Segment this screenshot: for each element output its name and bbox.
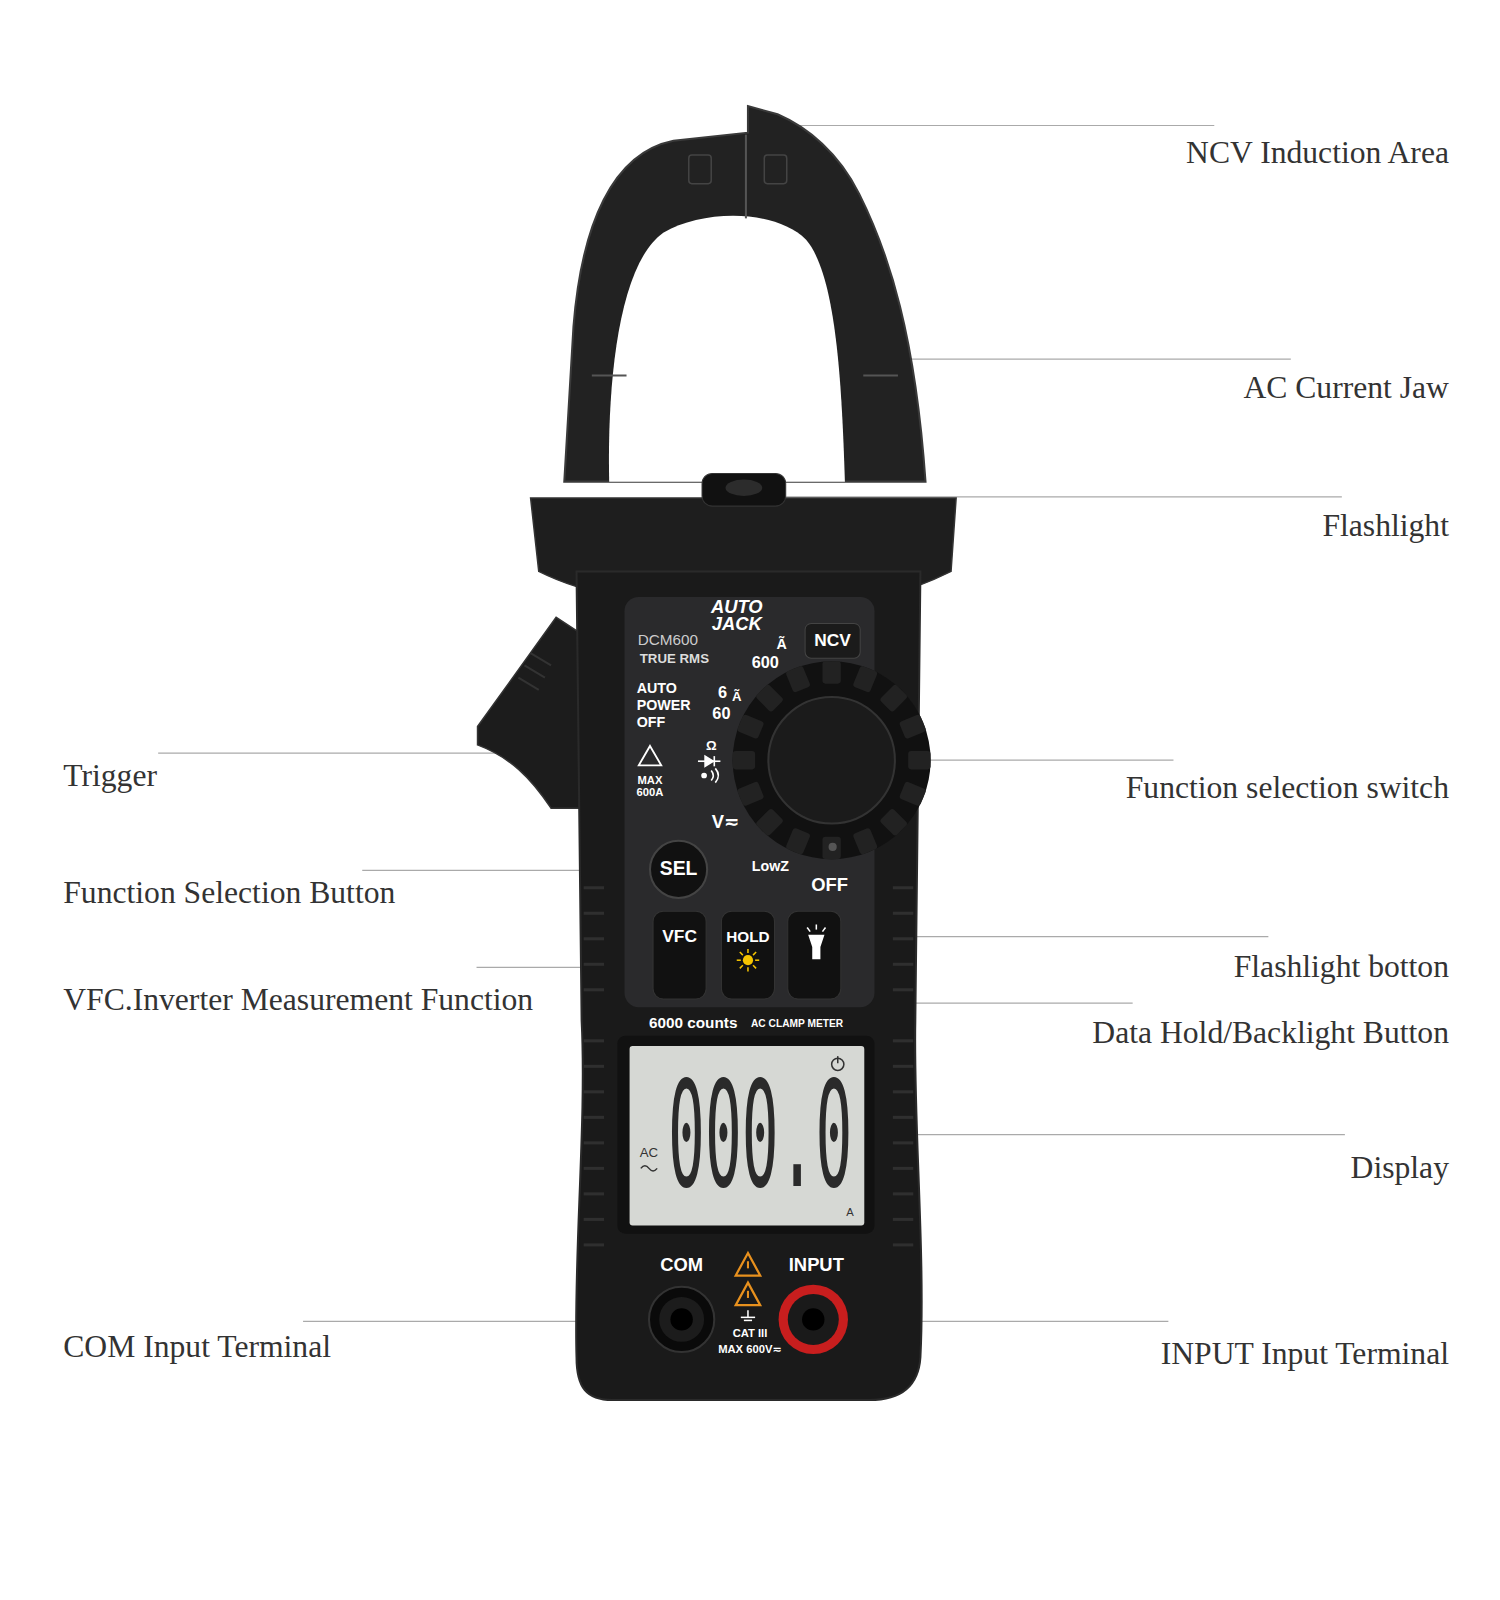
- device-text: TRUE RMS: [640, 652, 709, 667]
- rating-text: MAX 600V≂: [718, 1343, 782, 1355]
- lcd-display: [617, 1036, 874, 1234]
- lcd-reading: 000.0: [668, 1054, 852, 1216]
- dial-label: LowZ: [752, 859, 789, 875]
- dial-label: Ã: [776, 637, 786, 653]
- dial-label: OFF: [811, 875, 848, 895]
- callout-label: VFC.Inverter Measurement Function: [63, 983, 533, 1018]
- callout-label: Function selection switch: [1126, 770, 1449, 805]
- terminal-label: COM: [660, 1255, 703, 1275]
- device-text: 6000 counts: [649, 1015, 737, 1032]
- dial-label: Ω: [706, 739, 717, 754]
- diode-continuity-symbol: [698, 756, 720, 783]
- device-text: AC CLAMP METER: [751, 1019, 843, 1030]
- brand-logo: AUTO JACK: [701, 600, 772, 633]
- device-text: AUTO POWER OFF: [637, 680, 694, 731]
- callout-label: COM Input Terminal: [63, 1330, 331, 1365]
- trigger: [478, 617, 580, 808]
- callout-label: NCV Induction Area: [1186, 136, 1449, 171]
- buttons: [650, 841, 841, 999]
- device-text: MAX 600A: [635, 773, 666, 798]
- callout-label: Flashlight: [1322, 508, 1449, 543]
- rating-text: CAT III: [733, 1326, 768, 1338]
- callout-label: INPUT Input Terminal: [1161, 1337, 1449, 1372]
- dial-label: 600: [752, 654, 779, 672]
- terminal-label: INPUT: [789, 1255, 844, 1275]
- callout-label: Function Selection Button: [63, 875, 395, 910]
- callout-label: Flashlight botton: [1234, 950, 1449, 985]
- button-label: SEL: [660, 859, 698, 880]
- lcd-indicator: A: [846, 1206, 853, 1218]
- callout-label: Trigger: [63, 758, 157, 793]
- callout-label: AC Current Jaw: [1243, 370, 1449, 405]
- dial-label: 60: [712, 705, 730, 723]
- function-dial: [733, 623, 931, 859]
- model-name: DCM600: [638, 631, 698, 648]
- button-label: VFC: [662, 927, 697, 946]
- lcd-indicator: AC: [640, 1146, 658, 1161]
- dial-label: Ã: [732, 690, 742, 705]
- current-jaw: [564, 106, 925, 482]
- input-terminals: [649, 1253, 848, 1354]
- dial-label: V≂: [712, 812, 740, 832]
- dial-label: 6: [718, 684, 727, 702]
- dial-label: NCV: [814, 631, 851, 650]
- warning-symbol: [639, 746, 661, 765]
- callout-label: Data Hold/Backlight Button: [1092, 1015, 1449, 1050]
- flashlight: [702, 473, 786, 506]
- callout-label: Display: [1351, 1151, 1449, 1186]
- leader-lines: [158, 126, 1345, 1322]
- button-label: HOLD: [726, 928, 769, 945]
